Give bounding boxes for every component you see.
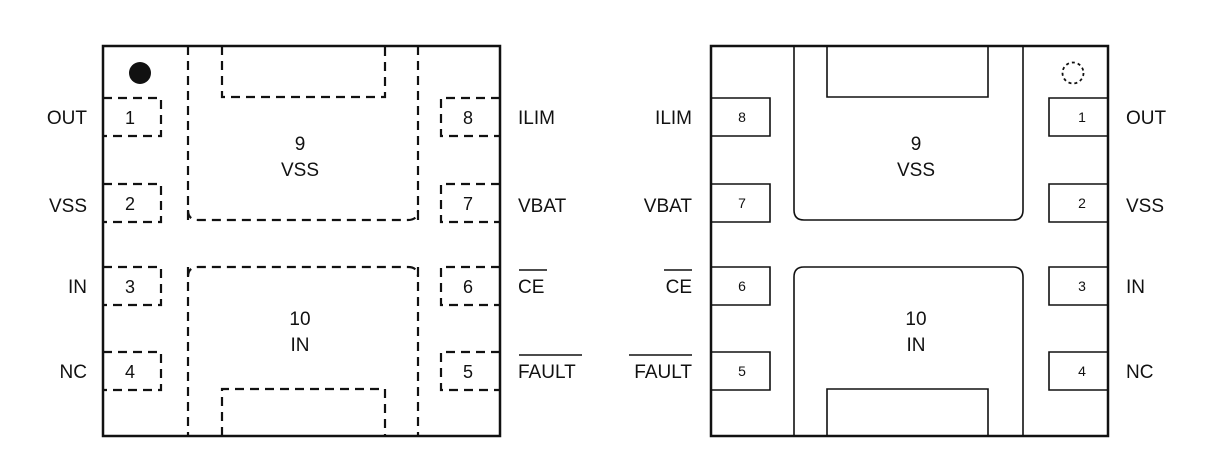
- package-outline: [101, 44, 502, 438]
- pad-tab: [220, 387, 387, 436]
- pin-5-pad: [711, 351, 771, 391]
- pin-5-pad: [439, 350, 500, 392]
- pad-label: IN: [907, 335, 926, 356]
- pin-number: 5: [463, 362, 473, 382]
- pin-3-pad: [103, 265, 163, 307]
- package-outline: [709, 44, 1110, 438]
- thermal-pad-top-outline: [186, 209, 420, 222]
- pin-label: CE: [666, 277, 692, 298]
- pin-2-pad: [1048, 183, 1108, 223]
- pin-8-pad: [439, 96, 500, 138]
- pin-7-pad: [711, 183, 771, 223]
- top-view-package: 1 2 3 4 8 7 6 5 OUT VSS IN NC ILIM VBAT …: [47, 44, 582, 438]
- pin-label: VSS: [1126, 196, 1164, 217]
- pad-tab: [826, 388, 989, 436]
- pin-6-pad: [711, 266, 771, 306]
- bottom-view-package: 8 7 6 5 1 2 3 4 ILIM VBAT CE FAULT OUT V…: [629, 44, 1167, 438]
- pin-label: IN: [1126, 277, 1145, 298]
- pin-label: FAULT: [634, 362, 692, 383]
- thermal-pad-top-outline: [793, 46, 1024, 221]
- pin-number: 2: [125, 194, 135, 214]
- pin-8-pad: [711, 97, 771, 137]
- pin-number: 1: [125, 108, 135, 128]
- pin-label: OUT: [1126, 108, 1167, 129]
- pad-number: 9: [911, 134, 922, 155]
- pin-label: ILIM: [518, 108, 555, 129]
- pin1-marker-icon: [129, 62, 151, 84]
- pad-label: VSS: [281, 160, 319, 181]
- pin-6-pad: [439, 265, 500, 307]
- pin-label: NC: [1126, 362, 1153, 383]
- pin-number: 7: [738, 195, 746, 211]
- pad-tab: [220, 46, 387, 99]
- pin-label: OUT: [47, 108, 88, 129]
- pin-number: 3: [1078, 278, 1086, 294]
- pad-label: IN: [291, 335, 310, 356]
- pin-label: CE: [518, 277, 544, 298]
- pad-number: 9: [295, 134, 306, 155]
- pin-label: FAULT: [518, 362, 576, 383]
- thermal-pad-bottom-outline: [793, 266, 1024, 436]
- pad-label: VSS: [897, 160, 935, 181]
- pin-number: 1: [1078, 109, 1086, 125]
- pin-number: 6: [738, 278, 746, 294]
- pin-1-pad: [103, 96, 163, 138]
- pin-3-pad: [1048, 266, 1108, 306]
- pin-number: 4: [1078, 363, 1086, 379]
- pin-number: 2: [1078, 195, 1086, 211]
- pad-number: 10: [289, 309, 310, 330]
- pin-number: 8: [738, 109, 746, 125]
- pad-number: 10: [905, 309, 926, 330]
- pin-label: VBAT: [644, 196, 693, 217]
- pin1-marker-icon: [1061, 61, 1085, 85]
- pin-number: 3: [125, 277, 135, 297]
- pin-4-pad: [1048, 351, 1108, 391]
- pin-label: IN: [68, 277, 87, 298]
- thermal-pad-bottom-outline: [186, 265, 420, 278]
- pin-number: 7: [463, 194, 473, 214]
- pin-number: 6: [463, 277, 473, 297]
- pin-number: 5: [738, 363, 746, 379]
- pin-2-pad: [103, 182, 163, 224]
- pad-tab: [826, 46, 989, 98]
- pin-1-pad: [1048, 97, 1108, 137]
- pin-label: VSS: [49, 196, 87, 217]
- pin-number: 4: [125, 362, 135, 382]
- pin-label: ILIM: [655, 108, 692, 129]
- pin-label: VBAT: [518, 196, 567, 217]
- pin-label: NC: [60, 362, 87, 383]
- pin-4-pad: [103, 350, 163, 392]
- pin-7-pad: [439, 182, 500, 224]
- pin-number: 8: [463, 108, 473, 128]
